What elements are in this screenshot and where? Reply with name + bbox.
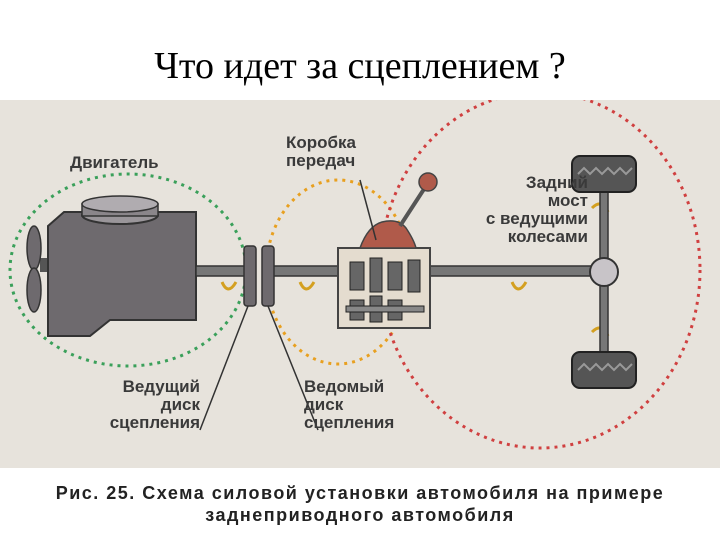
propeller-shaft [429, 265, 599, 277]
driving-disc-shape [243, 245, 257, 307]
leader-line [267, 305, 319, 431]
driven-disc-shape [261, 245, 275, 307]
engine-block [47, 195, 197, 337]
slide-title: Что идет за сцеплением ? [154, 45, 566, 87]
powertrain-drawing [8, 100, 702, 450]
fan [26, 225, 50, 313]
engine-label: Двигатель [70, 153, 159, 172]
gearbox [337, 172, 438, 329]
leader-line [359, 179, 377, 241]
driven-disc-label: Ведомый диск сцепления [304, 377, 395, 432]
axle-zone-ring [378, 100, 702, 450]
caption-line-2: заднеприводного автомобиля [205, 505, 515, 525]
rear-axle [571, 155, 637, 389]
powertrain-diagram: Двигатель Коробка передач Задний мост с … [0, 100, 720, 468]
input-shaft [269, 265, 339, 277]
leader-line [199, 305, 249, 431]
figure-caption: Рис. 25. Схема силовой установки автомоб… [0, 482, 720, 526]
rotation-arrow [298, 281, 316, 291]
rotation-arrow [220, 281, 238, 291]
rear-axle-label: Задний мост с ведущими колесами [485, 173, 588, 246]
driving-disc-label: Ведущий диск сцепления [109, 377, 200, 432]
gearbox-label: Коробка передач [286, 133, 356, 170]
caption-line-1: Рис. 25. Схема силовой установки автомоб… [55, 483, 665, 503]
rotation-arrow [510, 281, 528, 291]
